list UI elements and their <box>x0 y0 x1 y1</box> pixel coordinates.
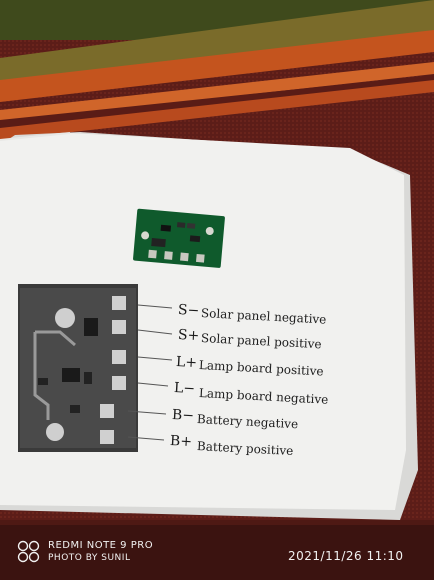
terminal-code-l-plus: L+ <box>175 354 198 372</box>
pcb-board <box>133 208 225 268</box>
camera-logo-icon <box>17 540 40 563</box>
watermark-timestamp: 2021/11/26 11:10 <box>288 549 404 563</box>
terminal-code-b-minus: B− <box>171 407 195 425</box>
terminal-code-s-plus: S+ <box>177 327 200 345</box>
watermark-photographer: PHOTO BY SUNIL <box>48 553 131 563</box>
terminal-code-l-minus: L− <box>173 380 196 398</box>
watermark-device: REDMI NOTE 9 PRO <box>48 540 154 551</box>
pcb-diagram-print <box>18 284 173 452</box>
terminal-code-b-plus: B+ <box>169 433 193 451</box>
terminal-code-s-minus: S− <box>177 302 200 320</box>
